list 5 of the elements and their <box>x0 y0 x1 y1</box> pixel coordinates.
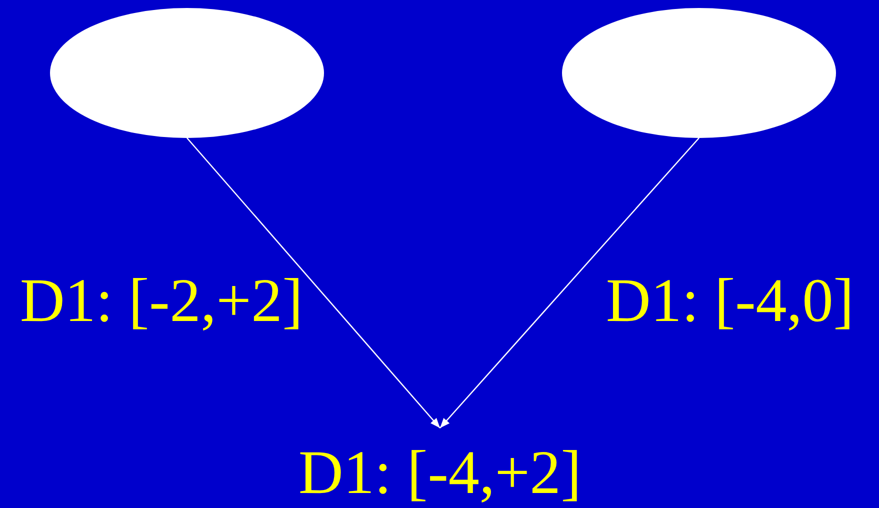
edge-label: D1: [-2,+2] <box>20 268 303 334</box>
value-text: D1: [-4,+2] <box>298 440 582 506</box>
arrow <box>186 138 440 428</box>
edge-label: D1: [-4,0] <box>606 268 854 334</box>
arrow <box>440 138 700 428</box>
